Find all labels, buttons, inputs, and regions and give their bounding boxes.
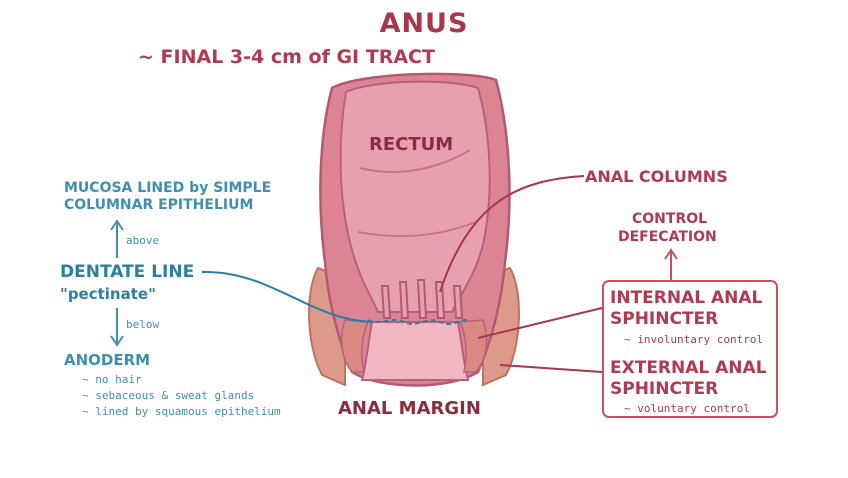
- internal-sphincter-label-line2: SPHINCTER: [610, 309, 719, 329]
- dentate-line: [367, 318, 469, 325]
- page-subtitle: ~ FINAL 3-4 cm of GI TRACT: [138, 46, 435, 68]
- below-arrow: [110, 308, 124, 347]
- control-label-line2: DEFECATION: [618, 229, 717, 245]
- above-label: above: [126, 234, 160, 247]
- external-sphincter-label-line2: SPHINCTER: [610, 379, 719, 399]
- internal-sphincter-label-line1: INTERNAL ANAL: [610, 288, 763, 308]
- rectum-lumen: [339, 80, 491, 313]
- external-sphincter-leader-line: [499, 364, 603, 373]
- internal-sphincter-left: [340, 319, 370, 373]
- anal-canal: [360, 321, 470, 381]
- external-sphincter-label-line1: EXTERNAL ANAL: [610, 358, 767, 378]
- anal-columns-leader-line: [439, 175, 585, 293]
- internal-sphincter-right: [458, 319, 488, 373]
- mucosa-label-line2: COLUMNAR EPITHELIUM: [64, 197, 254, 213]
- sphincter-box: [602, 280, 778, 418]
- anoderm-note: ~ no hair: [82, 373, 142, 386]
- internal-sphincter-leader-line: [477, 307, 603, 339]
- below-label: below: [126, 318, 160, 331]
- anal-columns-label: ANAL COLUMNS: [585, 167, 728, 186]
- pectinate-label: "pectinate": [60, 285, 156, 303]
- above-arrow: [110, 219, 124, 258]
- dentate-leader-line: [201, 270, 373, 323]
- control-label-line1: CONTROL: [632, 211, 708, 227]
- anoderm-note: ~ sebaceous & sweat glands: [82, 389, 255, 402]
- internal-sphincter-note: ~ involuntary control: [624, 333, 764, 346]
- anal-columns: [380, 279, 464, 319]
- anoderm-note: ~ lined by squamous epithelium: [82, 405, 281, 418]
- rectum-label: RECTUM: [369, 134, 454, 155]
- anoderm-label: ANODERM: [64, 351, 151, 369]
- dentate-line-label: DENTATE LINE: [60, 262, 195, 282]
- control-arrow: [664, 248, 678, 280]
- mucosa-label-line1: MUCOSA LINED by SIMPLE: [64, 180, 272, 196]
- anal-margin-label: ANAL MARGIN: [338, 398, 481, 419]
- page-title: ANUS: [379, 8, 469, 39]
- external-sphincter-note: ~ voluntary control: [624, 402, 750, 415]
